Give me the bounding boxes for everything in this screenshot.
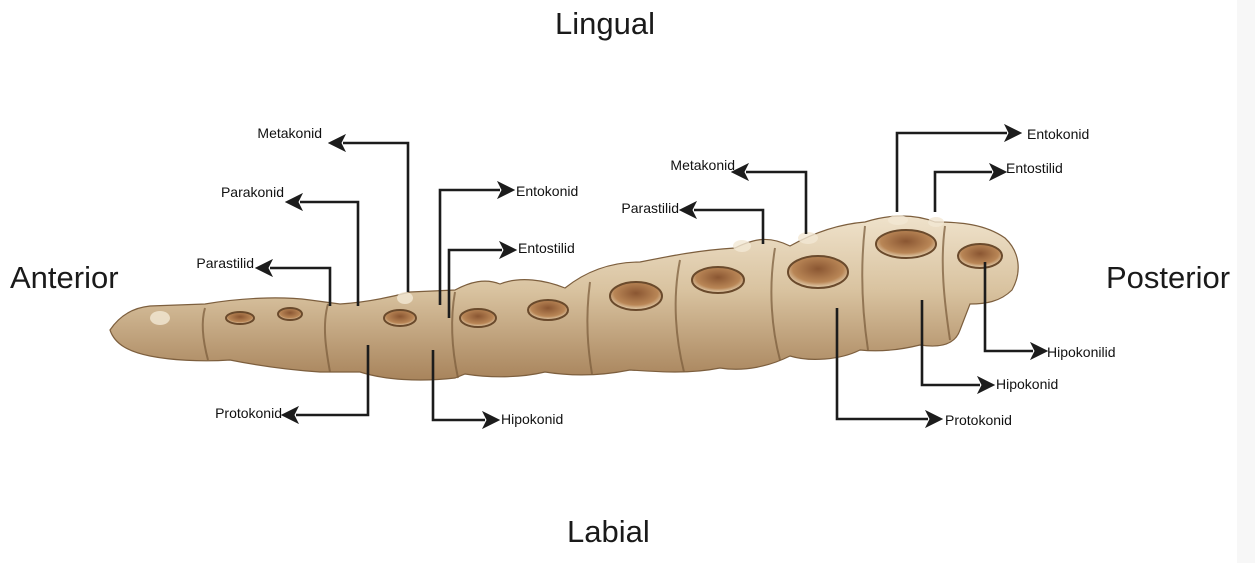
label-hipokonid-2: Hipokonid <box>996 377 1058 391</box>
label-parakonid: Parakonid <box>221 185 284 199</box>
orientation-anterior: Anterior <box>10 262 119 293</box>
leader-parastilid-2 <box>694 210 763 244</box>
label-entokonid-2: Entokonid <box>1027 127 1089 141</box>
label-hipokonilid: Hipokonilid <box>1047 345 1115 359</box>
label-protokonid-2: Protokonid <box>945 413 1012 427</box>
orientation-labial: Labial <box>567 516 650 547</box>
label-hipokonid-1: Hipokonid <box>501 412 563 426</box>
label-metakonid-1: Metakonid <box>257 126 322 140</box>
label-parastilid-2: Parastilid <box>621 201 679 215</box>
leader-entostilid-2 <box>935 172 992 212</box>
label-entokonid-1: Entokonid <box>516 184 578 198</box>
leader-metakonid-2 <box>746 172 806 234</box>
label-protokonid-1: Protokonid <box>215 406 282 420</box>
orientation-lingual: Lingual <box>555 8 655 39</box>
label-entostilid-2: Entostilid <box>1006 161 1063 175</box>
orientation-posterior: Posterior <box>1106 262 1230 293</box>
label-entostilid-1: Entostilid <box>518 241 575 255</box>
leader-metakonid-1 <box>343 143 408 292</box>
label-parastilid-1: Parastilid <box>196 256 254 270</box>
label-metakonid-2: Metakonid <box>670 158 735 172</box>
